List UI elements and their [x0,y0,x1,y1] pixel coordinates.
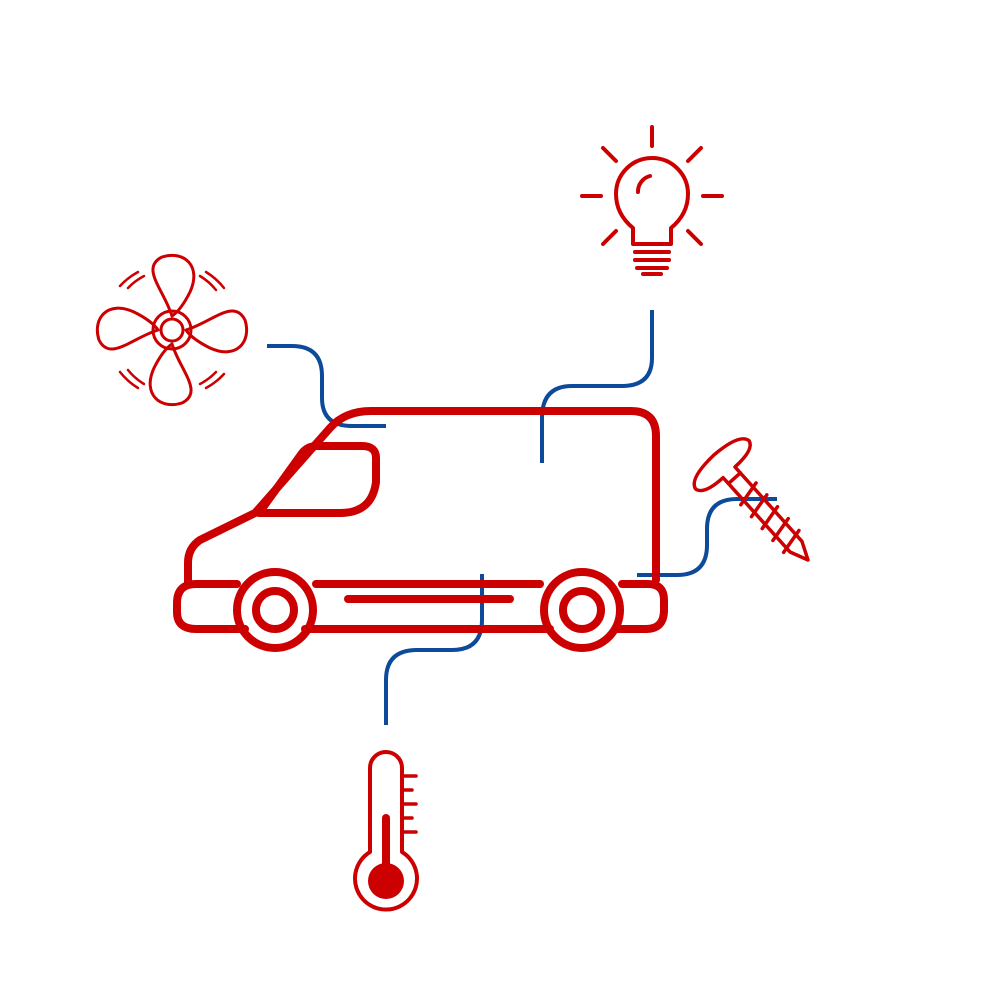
thermometer-icon [353,750,419,912]
fan-motion-lines [118,270,226,390]
fan-connector [267,344,386,428]
lightbulb-icon [580,125,724,276]
screw-head [692,437,752,493]
thermometer-tube [353,750,419,912]
fan-hub-inner [159,317,185,343]
screw-shank [726,471,810,562]
van-rear-hub [559,587,605,633]
van-icon [173,407,668,652]
lightbulb-rays [580,125,724,246]
van-body [184,407,660,586]
screw-connector [637,497,777,577]
connectors [267,310,777,725]
van-rear-wheel [540,568,624,652]
screw-icon [692,437,810,562]
lightbulb-glint [636,174,652,194]
van-bumper [173,580,249,633]
thermometer-ticks [400,774,418,834]
van-front-hub [252,587,298,633]
lightbulb-connector [540,310,654,463]
screw-threads [739,481,801,555]
van-front-wheel [233,568,317,652]
fan-icon [96,254,248,406]
fan-hub-outer [151,309,193,351]
thermometer-bulb [368,863,404,899]
van-windshield [255,442,380,517]
van-bumper-rear [611,580,668,633]
lightbulb-base [633,250,671,276]
lightbulb-glass [614,156,690,246]
fan-blades [96,254,248,406]
